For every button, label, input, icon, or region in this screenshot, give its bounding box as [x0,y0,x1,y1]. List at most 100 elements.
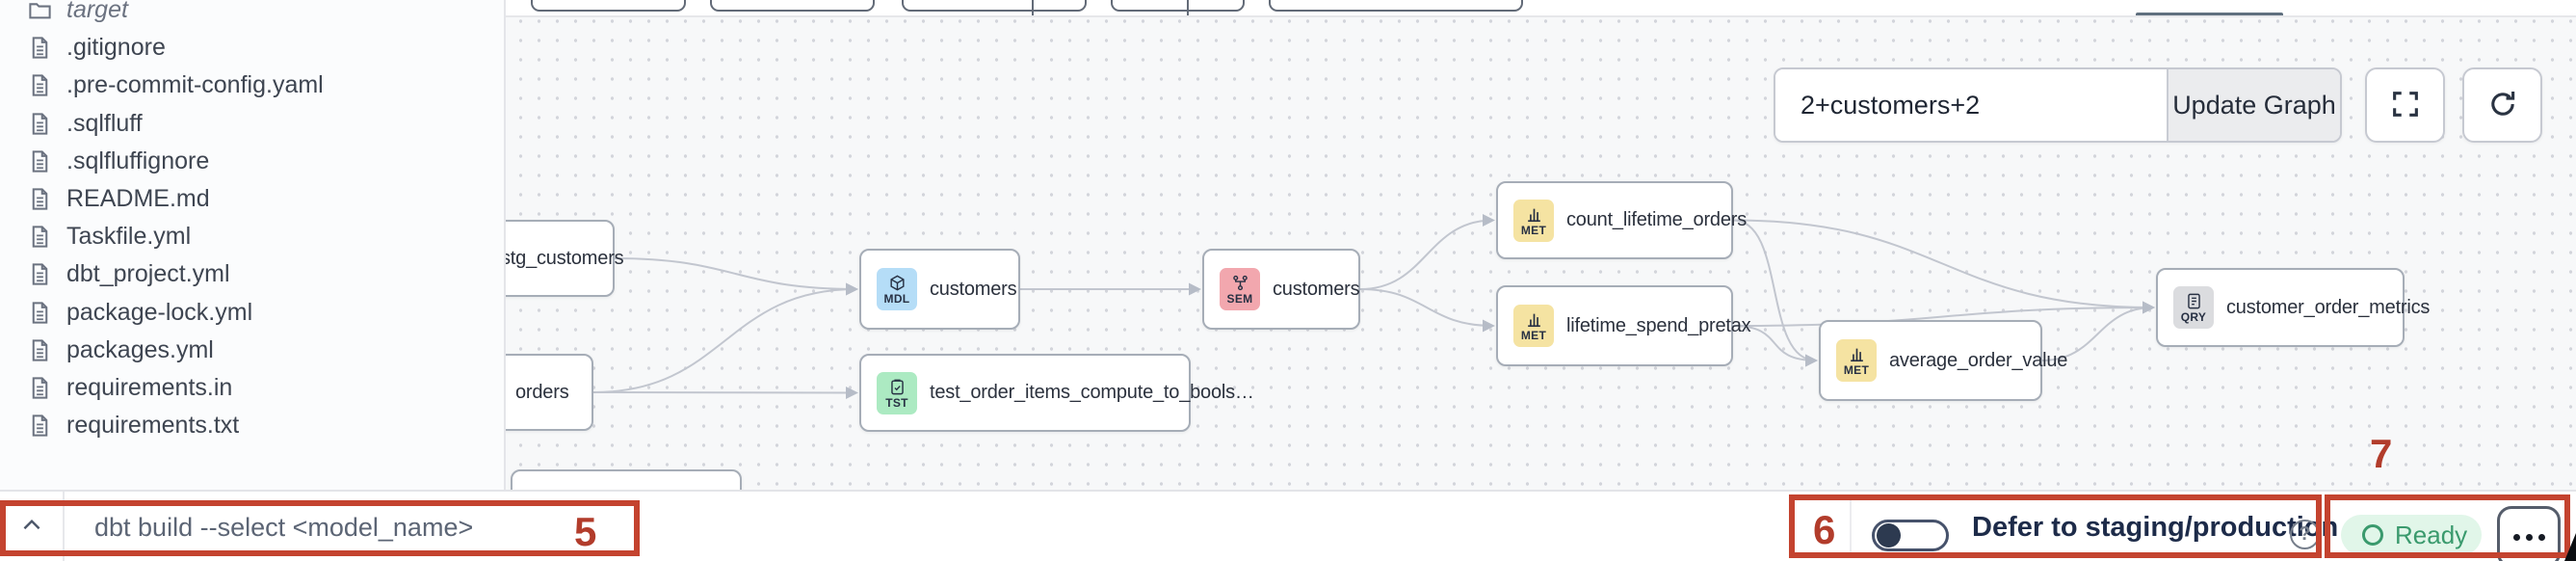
graph-node-test_order_items[interactable]: TST test_order_items_compute_to_bools… [859,354,1254,432]
file-name: dbt_project.yml [66,260,230,288]
node-badge-met: MET [1513,199,1554,242]
file-icon [27,300,53,326]
test-icon [888,378,907,396]
file-item-dbt-project-yml[interactable]: dbt_project.yml [0,255,504,293]
node-badge-tst: TST [877,371,917,414]
file-name: target [66,0,128,23]
file-name: package-lock.yml [66,298,253,326]
file-name: .sqlfluffignore [66,147,210,174]
graph-node-customers_sem[interactable]: SEM customers [1202,249,1360,330]
file-icon [27,375,53,401]
file-item--pre-commit-config-yaml[interactable]: .pre-commit-config.yaml [0,67,504,104]
partial-tab-divider [1032,0,1034,15]
defer-label: Defer to staging/production [1972,511,2339,543]
file-icon [27,148,53,174]
node-badge-code: MET [1843,363,1870,377]
graph-node-orders[interactable]: orders [506,354,593,431]
selector-group: Update Graph [1774,67,2342,143]
more-options-button[interactable] [2497,506,2561,561]
node-label: test_order_items_compute_to_bools… [930,382,1254,403]
file-name: .gitignore [66,34,166,62]
file-item--gitignore[interactable]: .gitignore [0,29,504,67]
lineage-edges [592,214,2155,399]
edge-stg_customers-to-customers_mdl [614,257,858,296]
node-label: lifetime_spend_pretax [1566,314,1751,336]
status-badge[interactable]: Ready [2341,515,2482,555]
edge-customers_sem-to-count_lifetime_orders [1359,214,1495,290]
graph-node-partial_node[interactable] [511,469,742,490]
partial-tab-5[interactable] [1269,0,1523,12]
graph-node-customers_mdl[interactable]: MDL customers [859,249,1020,330]
file-name: .pre-commit-config.yaml [66,71,324,99]
partial-tab-4[interactable] [1111,0,1245,12]
file-name: requirements.txt [66,412,240,440]
query-icon [2185,292,2203,310]
graph-node-lifetime_spend_pretax[interactable]: MET lifetime_spend_pretax [1496,285,1751,366]
ready-circle-icon [2362,524,2383,546]
file-item--sqlfluffignore[interactable]: .sqlfluffignore [0,143,504,180]
node-label: orders [515,381,569,403]
cube-icon [888,274,907,292]
partial-tab-divider [1187,0,1189,15]
node-label: customers [1273,278,1360,300]
file-item-target[interactable]: target [0,0,504,29]
update-graph-button[interactable]: Update Graph [2167,69,2340,141]
metric-icon [1525,310,1543,329]
node-badge-sem: SEM [1220,268,1260,310]
graph-node-stg_customers[interactable]: stg_customers [506,220,624,297]
node-badge-code: MDL [883,292,910,306]
file-item--sqlfluff[interactable]: .sqlfluff [0,105,504,143]
file-item-requirements-in[interactable]: requirements.in [0,369,504,407]
help-icon[interactable]: ? [2290,520,2320,549]
view-tabs-strip [506,0,2576,17]
node-label: average_order_value [1889,349,2068,371]
file-name: .sqlfluff [66,109,143,137]
chevron-up-icon [19,513,44,543]
node-badge-qry: QRY [2173,286,2214,329]
node-label: stg_customers [506,247,624,269]
file-name: Taskfile.yml [66,223,192,251]
file-item-readme-md[interactable]: README.md [0,180,504,218]
file-icon [27,413,53,439]
edge-customers_sem-to-lifetime_spend_pretax [1359,288,1495,333]
graph-node-average_order_value[interactable]: MET average_order_value [1819,320,2067,401]
node-badge-mdl: MDL [877,268,917,310]
file-item-requirements-txt[interactable]: requirements.txt [0,407,504,444]
file-name: packages.yml [66,335,214,363]
node-badge-code: MET [1520,329,1547,342]
refresh-button[interactable] [2462,67,2542,143]
command-input[interactable] [94,492,595,561]
node-badge-code: MET [1520,223,1547,237]
fullscreen-button[interactable] [2365,67,2445,143]
file-icon [27,72,53,98]
node-badge-met: MET [1836,339,1877,382]
bottom-status-bar: Defer to staging/production Ready [0,490,2576,561]
toggle-knob [1877,523,1901,548]
partial-tab-1[interactable] [531,0,686,12]
file-icon [27,186,53,212]
node-label: customers [930,278,1017,300]
file-icon [27,224,53,250]
metric-icon [1848,345,1866,363]
file-name: requirements.in [66,374,233,401]
file-item-package-lock-yml[interactable]: package-lock.yml [0,294,504,332]
partial-tab-2[interactable] [710,0,875,12]
file-explorer: target .gitignore .pre-commit-config.yaml.… [0,0,506,490]
file-icon [27,35,53,61]
defer-toggle[interactable] [1872,520,1949,551]
edge-average_order_value-to-customer_order_metrics [2041,301,2155,361]
folder-icon [27,0,53,23]
node-badge-met: MET [1513,305,1554,347]
collapse-panel-button[interactable] [0,492,65,561]
fullscreen-icon [2389,88,2422,123]
active-tab-indicator [2136,13,2283,15]
edge-orders-to-test_order_items [592,386,858,399]
file-item-taskfile-yml[interactable]: Taskfile.yml [0,218,504,255]
selector-input[interactable] [1775,69,2167,141]
partial-tab-3[interactable] [902,0,1087,12]
file-item-packages-yml[interactable]: packages.yml [0,332,504,369]
node-badge-code: SEM [1226,292,1253,306]
